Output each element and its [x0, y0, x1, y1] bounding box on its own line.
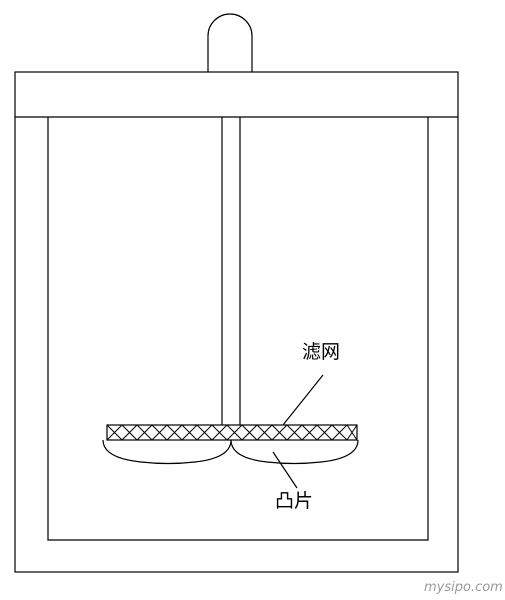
mesh-hatch-line: [166, 424, 183, 441]
filter-mesh-band: [106, 424, 358, 441]
mesh-hatch-line: [256, 424, 273, 441]
convex-piece-right: [230, 439, 359, 465]
convex-piece-leader: [272, 451, 298, 489]
mesh-hatch-line: [151, 424, 168, 441]
mesh-hatch-line: [106, 424, 123, 441]
filter-mesh-leader: [282, 374, 324, 426]
mesh-hatch-line: [121, 424, 138, 441]
mesh-hatch-line: [196, 424, 213, 441]
convex-piece-label: 凸片: [275, 490, 313, 512]
filter-mesh-hatch: [106, 424, 358, 441]
mesh-hatch-line: [211, 424, 228, 441]
mesh-hatch-line: [331, 424, 348, 441]
watermark: mysipo.com: [424, 580, 503, 595]
mesh-hatch-line: [181, 424, 198, 441]
filter-mesh-label: 滤网: [302, 341, 340, 363]
convex-piece-left: [102, 439, 232, 465]
mesh-hatch-line: [226, 424, 243, 441]
mesh-hatch-line: [136, 424, 153, 441]
outer-container: [14, 71, 459, 573]
mesh-hatch-line: [316, 424, 333, 441]
mesh-hatch-line: [301, 424, 318, 441]
mesh-hatch-line: [271, 424, 288, 441]
lid-handle: [207, 13, 253, 72]
mesh-hatch-line: [346, 424, 358, 441]
mesh-hatch-line: [286, 424, 303, 441]
mesh-hatch-line: [241, 424, 258, 441]
inner-vessel: [47, 117, 429, 541]
